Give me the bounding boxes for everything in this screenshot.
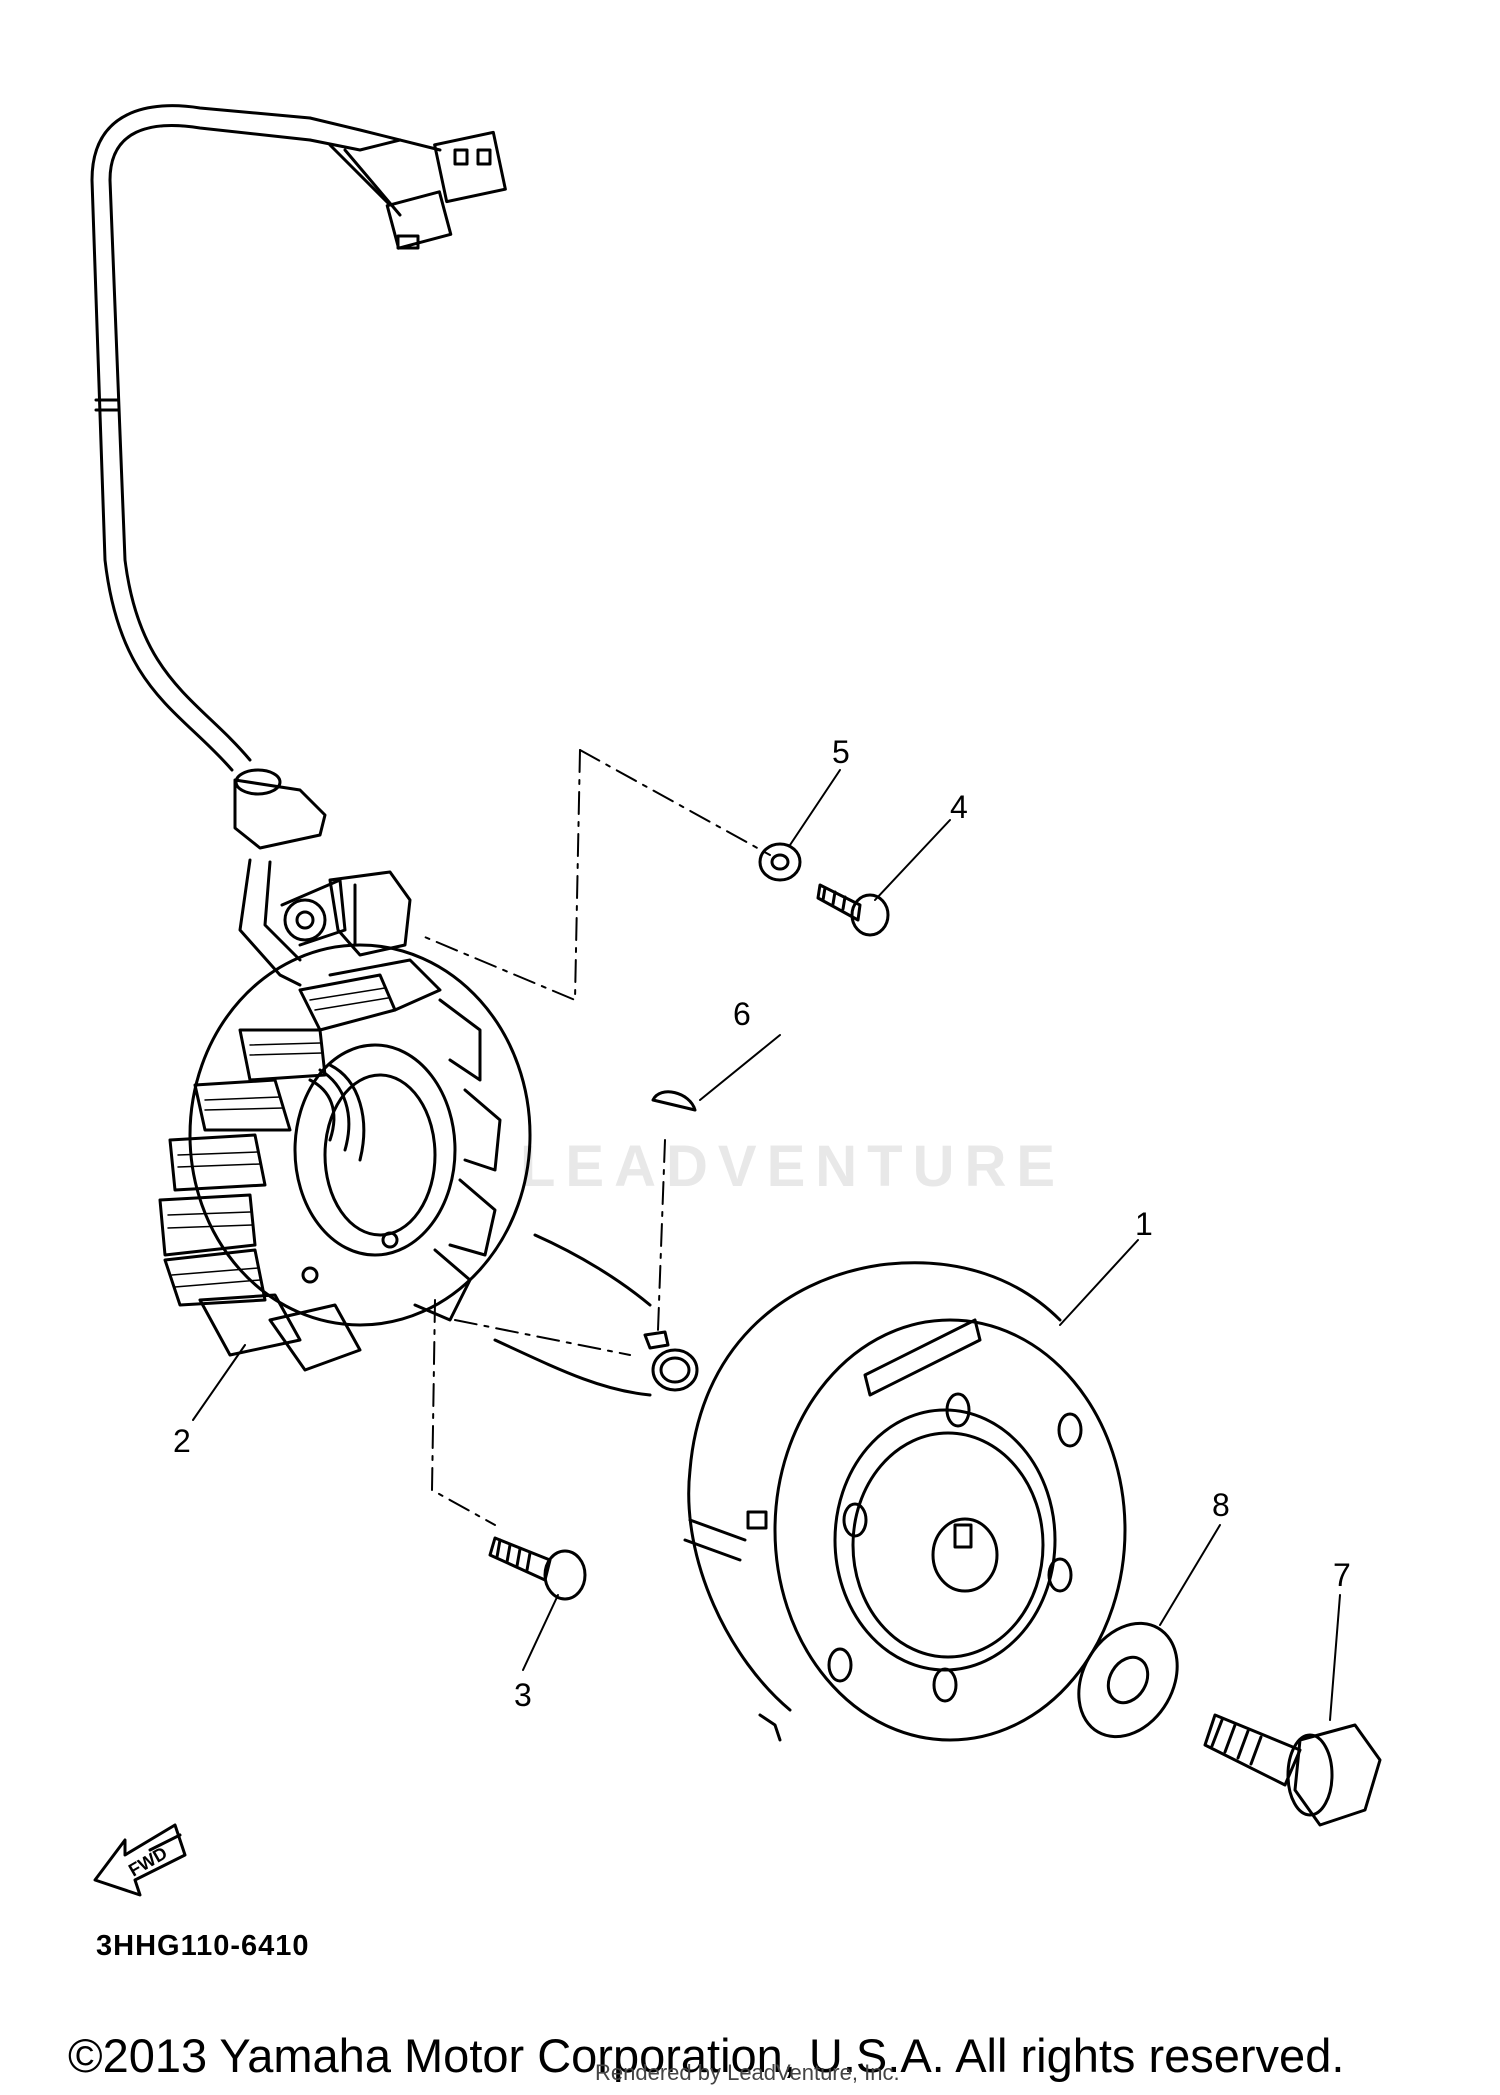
connector-small-icon (385, 190, 453, 250)
screw-small-icon (816, 883, 890, 937)
stator-bolt-icon (488, 1536, 587, 1601)
part-label-7[interactable]: 7 (1333, 1557, 1351, 1593)
stator-coil (158, 943, 532, 1372)
connector-top-icon (433, 130, 507, 204)
washer-small-icon (758, 842, 802, 882)
part-label-6[interactable]: 6 (733, 996, 751, 1032)
part-label-1[interactable]: 1 (1135, 1206, 1153, 1242)
rendered-by-text: Rendered by LeadVenture, Inc. (595, 2060, 900, 2085)
part-label-8[interactable]: 8 (1212, 1487, 1230, 1523)
flywheel-bolt-icon (1203, 1713, 1382, 1827)
copyright-notice: ©2013 Yamaha Motor Corporation, U.S.A. A… (68, 2029, 1345, 2082)
drawing-code: 3HHG110-6410 (96, 1930, 310, 1962)
forward-arrow-icon (93, 1823, 187, 1897)
part-labels: 1 2 3 4 5 6 7 8 FWD (125, 734, 1351, 1881)
callout-leaders (192, 769, 1341, 1721)
part-label-3[interactable]: 3 (514, 1677, 532, 1713)
wire-harness (90, 104, 507, 987)
watermark-text: LEADVENTURE (520, 1134, 1066, 1199)
part-label-5[interactable]: 5 (832, 734, 850, 770)
woodruff-key-icon (651, 1090, 697, 1112)
crankshaft-outline (493, 1233, 699, 1397)
flywheel-rotor (683, 1261, 1127, 1742)
part-label-2[interactable]: 2 (173, 1423, 191, 1459)
plate-washer-icon (1077, 1621, 1179, 1739)
assembly-leader-lines (419, 749, 771, 1526)
part-label-4[interactable]: 4 (950, 789, 968, 825)
